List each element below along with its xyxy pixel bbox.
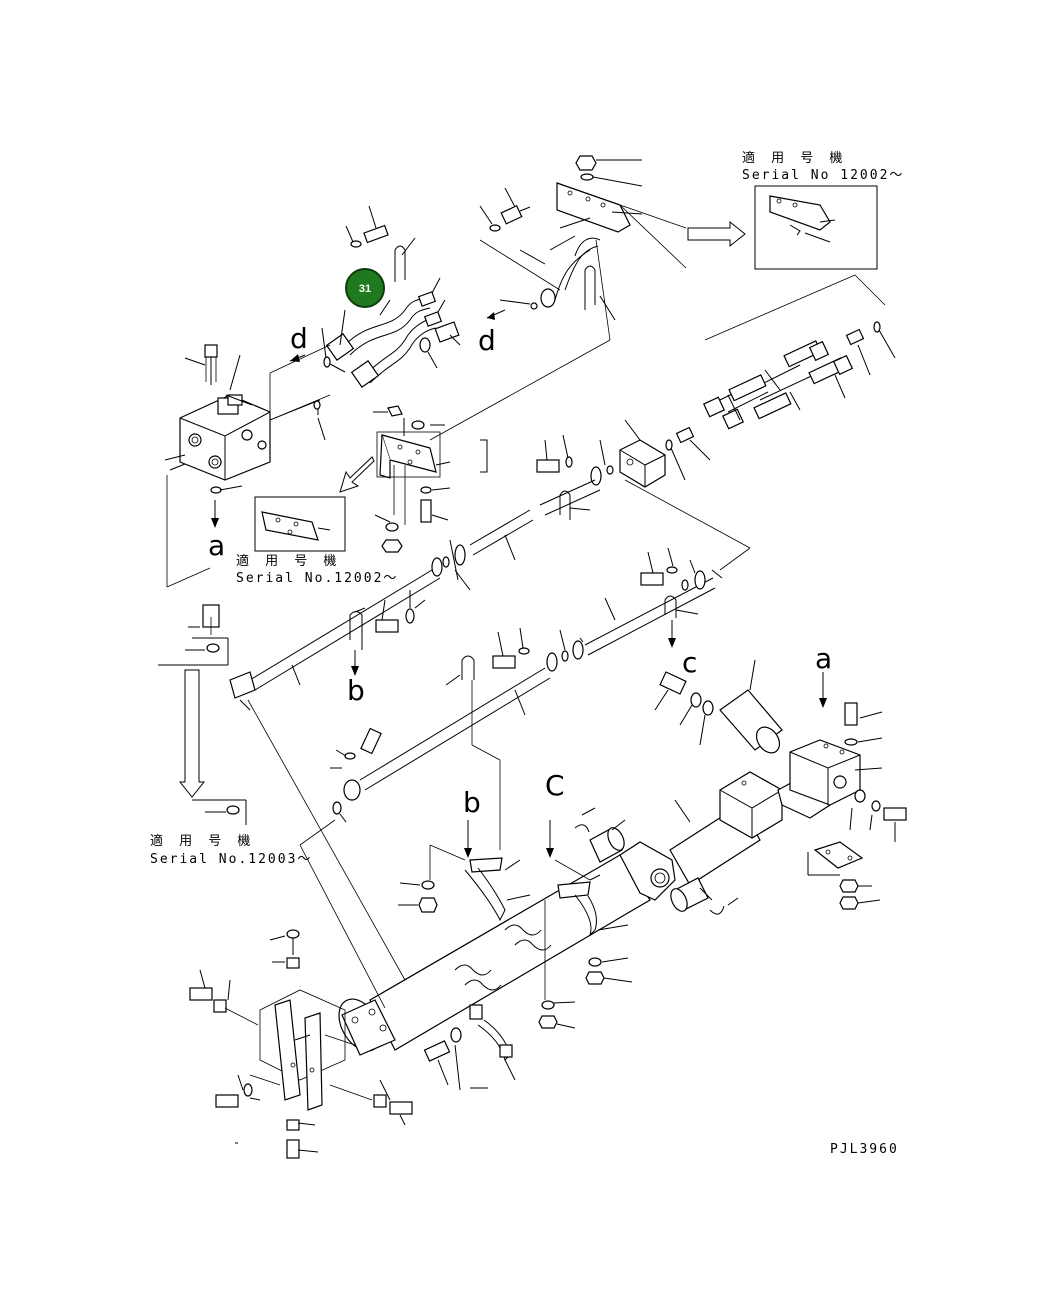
top-bracket-assembly bbox=[429, 155, 687, 441]
inset-serial-12002-top bbox=[754, 185, 878, 270]
callout-badge-number[interactable]: 31 bbox=[359, 283, 371, 295]
middle-bracket-group bbox=[254, 405, 488, 553]
serial-note-top-jp: 適 用 号 機 bbox=[742, 150, 848, 166]
view-marker-c-lower: C bbox=[545, 769, 565, 802]
inset-arrow-top bbox=[687, 220, 746, 248]
right-upper-hose-group bbox=[665, 274, 896, 481]
view-marker-a-right: a bbox=[815, 642, 832, 675]
view-marker-d-left: d bbox=[290, 322, 308, 355]
view-marker-c-right: c bbox=[682, 646, 697, 679]
mounting-bracket-left bbox=[189, 929, 413, 1159]
upper-left-hose-group bbox=[269, 205, 461, 441]
callout-badge-circle[interactable] bbox=[345, 268, 385, 308]
view-marker-b-lower: b bbox=[463, 786, 481, 819]
view-marker-a-left: a bbox=[208, 529, 225, 562]
view-marker-b-mid: b bbox=[347, 674, 365, 707]
pipe-clamps bbox=[398, 820, 633, 1091]
leader-line-to-cylinder-head bbox=[299, 844, 386, 1009]
main-hydraulic-cylinder bbox=[338, 659, 907, 1056]
middle-block-and-pipes bbox=[229, 419, 751, 850]
view-marker-d-mid: d bbox=[478, 324, 496, 357]
serial-note-bottom-jp: 適 用 号 機 bbox=[150, 833, 256, 849]
leader-line-small bbox=[299, 819, 336, 846]
left-serial-markers bbox=[158, 604, 247, 825]
serial-note-middle-number: Serial No.12002～ bbox=[236, 571, 398, 586]
serial-note-top-number: Serial No 12002～ bbox=[742, 168, 904, 183]
callout-badge-31[interactable]: 31 bbox=[345, 268, 385, 308]
drawing-code: PJL3960 bbox=[830, 1142, 899, 1157]
serial-note-bottom-number: Serial No.12003～ bbox=[150, 852, 312, 867]
leader-line-pipe-to-cylinder bbox=[247, 699, 406, 981]
serial-note-middle-jp: 適 用 号 機 bbox=[236, 553, 342, 569]
valve-block-left bbox=[164, 344, 331, 588]
